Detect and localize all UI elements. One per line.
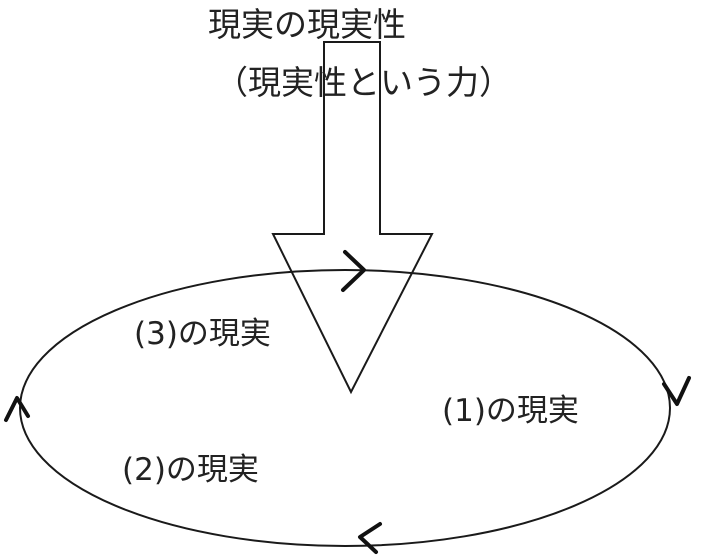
cycle-arrow-right-icon bbox=[662, 376, 691, 406]
cycle-arrow-top-icon bbox=[341, 250, 366, 292]
cycle-arrow-bottom-icon bbox=[358, 522, 382, 554]
region-three-label: (3)の現実 bbox=[134, 316, 271, 352]
diagram-subtitle: （現実性という力） bbox=[215, 63, 512, 102]
reality-cycle-ellipse bbox=[19, 269, 671, 547]
downward-arrow bbox=[271, 41, 434, 395]
region-one-label: (1)の現実 bbox=[442, 393, 579, 429]
region-two-label: (2)の現実 bbox=[122, 452, 259, 488]
cycle-arrow-left-icon bbox=[4, 396, 30, 422]
diagram-title: 現実の現実性 bbox=[208, 5, 406, 44]
